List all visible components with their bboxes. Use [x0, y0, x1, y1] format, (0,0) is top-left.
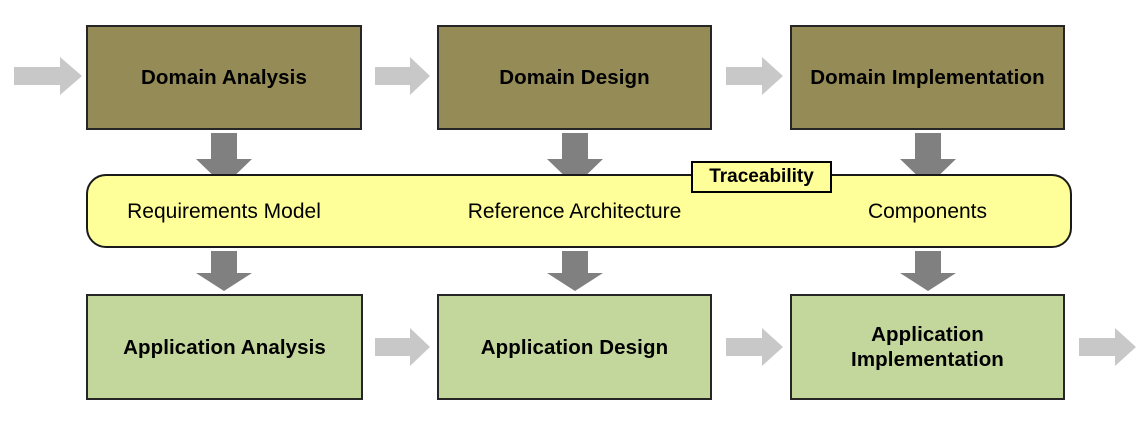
asset-label-requirements-model: Requirements Model [86, 201, 362, 222]
asset-label-components: Components [790, 201, 1065, 222]
asset-band [86, 174, 1072, 248]
arrow-exit-application [1079, 328, 1136, 366]
box-domain-analysis-label: Domain Analysis [141, 66, 307, 89]
box-application-analysis-label: Application Analysis [123, 335, 326, 359]
box-domain-analysis[interactable]: Domain Analysis [86, 25, 362, 130]
box-domain-implementation[interactable]: Domain Implementation [790, 25, 1065, 130]
arrow-entry-domain [14, 57, 82, 95]
box-application-analysis[interactable]: Application Analysis [86, 294, 363, 400]
box-application-design[interactable]: Application Design [437, 294, 712, 400]
arrow-architecture-to-application-design [547, 251, 603, 291]
arrow-domain-design-to-implementation [726, 57, 783, 95]
arrow-components-to-application-implementation [900, 251, 956, 291]
box-application-design-label: Application Design [480, 335, 669, 359]
box-domain-design-label: Domain Design [499, 66, 650, 89]
traceability-callout[interactable]: Traceability [691, 161, 832, 193]
box-domain-implementation-label: Domain Implementation [810, 66, 1045, 89]
arrow-application-design-to-implementation [726, 328, 783, 366]
box-application-implementation[interactable]: Application Implementation [790, 294, 1065, 400]
asset-label-reference-architecture: Reference Architecture [437, 201, 712, 222]
arrow-requirements-to-application-analysis [196, 251, 252, 291]
arrow-domain-analysis-to-design [375, 57, 430, 95]
box-application-implementation-label: Application Implementation [851, 323, 1004, 371]
box-domain-design[interactable]: Domain Design [437, 25, 712, 130]
asset-requirements-model-text: Requirements Model [127, 200, 321, 223]
arrow-domain-analysis-to-requirements [196, 133, 252, 186]
asset-components-text: Components [867, 200, 988, 223]
arrow-domain-design-to-architecture [547, 133, 603, 186]
arrow-domain-implementation-to-components [900, 133, 956, 186]
asset-reference-architecture-text: Reference Architecture [467, 200, 682, 223]
arrow-application-analysis-to-design [375, 328, 430, 366]
traceability-label: Traceability [709, 166, 814, 187]
